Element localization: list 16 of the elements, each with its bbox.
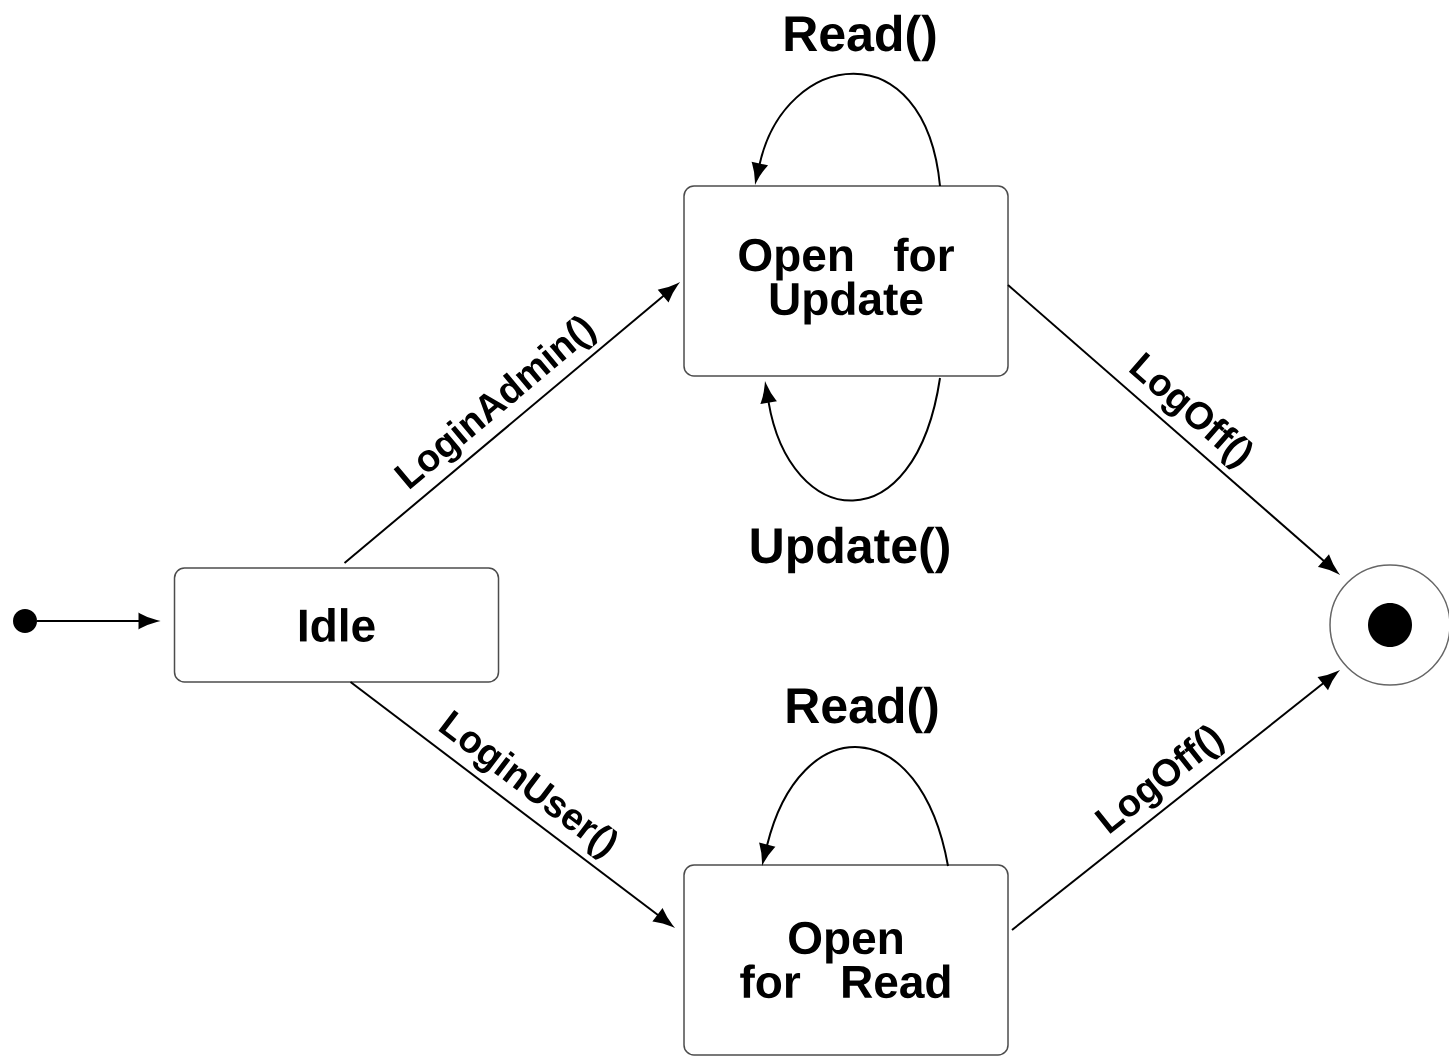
arrow (752, 72, 941, 187)
arrow (759, 746, 949, 867)
arrow (1011, 671, 1338, 931)
initial-state (13, 609, 37, 633)
arrow (760, 377, 941, 502)
edge-label: Update() (746, 524, 954, 576)
state-box: Open for Read (683, 864, 1009, 1056)
arrow (1007, 284, 1338, 574)
arrow (36, 613, 158, 629)
state-box: Idle (173, 567, 500, 683)
final-state (1329, 564, 1449, 686)
edge-label: Read() (780, 12, 940, 64)
arrow (349, 681, 673, 927)
arrow (343, 283, 678, 564)
edge-label: Read() (782, 684, 942, 736)
state-box: Open for Update (683, 185, 1009, 377)
